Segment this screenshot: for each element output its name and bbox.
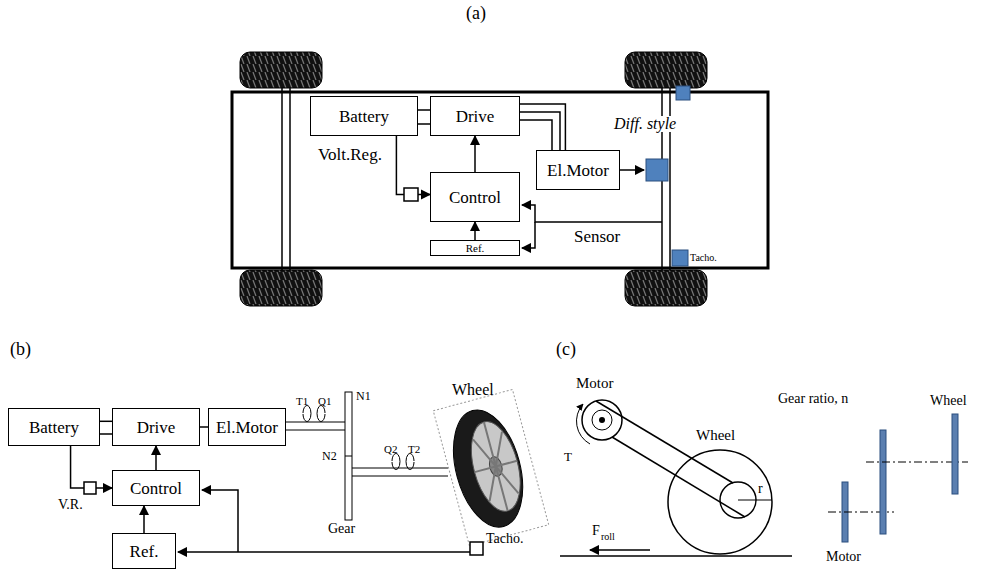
figure-label: Gear ratio, n: [778, 392, 848, 406]
connector: [100, 421, 112, 423]
figure-label: (b): [10, 340, 31, 358]
figure-label: N1: [356, 390, 371, 402]
box-label: El.Motor: [547, 162, 609, 179]
figure-label: Tacho.: [486, 532, 524, 546]
connector: [143, 506, 145, 533]
box-label: Battery: [29, 419, 79, 436]
connector: [418, 109, 430, 111]
figure-label: (a): [466, 4, 486, 22]
figure-label: F: [592, 524, 600, 538]
reference-box: Ref.: [112, 533, 176, 569]
connector: [520, 104, 565, 150]
figure-label: roll: [601, 532, 615, 542]
box-label: Control: [449, 189, 501, 206]
voltage-regulator: [84, 482, 96, 494]
box-label: El.Motor: [216, 419, 278, 436]
figure-label: (c): [556, 340, 576, 358]
figure-label: T: [564, 450, 572, 463]
box-label: Ref.: [130, 543, 159, 560]
figure-label: Sensor: [574, 228, 620, 245]
connector: [396, 136, 430, 195]
drive-train: [84, 390, 549, 555]
belt-drive: [560, 400, 968, 556]
connector: [474, 222, 476, 240]
motor-box: El.Motor: [208, 408, 286, 446]
figure-label: T1: [296, 396, 308, 407]
figure-label: r: [758, 482, 763, 496]
drive-box: Drive: [112, 408, 200, 446]
battery-box: Battery: [8, 408, 100, 446]
figure-label: Wheel: [930, 394, 967, 408]
figure-label: Tacho.: [690, 253, 717, 263]
figure-label: Motor: [826, 550, 861, 564]
voltage-regulator: [404, 188, 418, 201]
reference-box: Ref.: [430, 240, 520, 256]
box-label: Control: [130, 480, 182, 497]
figure-label: Motor: [576, 376, 614, 391]
figure-label: N2: [322, 450, 337, 462]
connector: [155, 446, 157, 470]
connector: [474, 136, 476, 172]
car-chassis: [232, 52, 768, 306]
battery-box: Battery: [310, 96, 418, 136]
figure-label: Q2: [384, 444, 397, 455]
control-box: Control: [430, 172, 520, 222]
figure-label: T2: [408, 444, 420, 455]
control-box: Control: [112, 470, 200, 506]
figure-label: Volt.Reg.: [318, 146, 382, 163]
figure-label: Wheel: [696, 428, 735, 443]
figure-label: Diff. style: [612, 116, 678, 132]
connector: [200, 426, 208, 428]
box-label: Drive: [456, 108, 495, 125]
motor-box: El.Motor: [536, 150, 620, 190]
box-label: Drive: [137, 419, 176, 436]
box-label: Ref.: [466, 243, 485, 254]
figure-label: Gear: [328, 522, 355, 536]
figure-label: Wheel: [452, 382, 494, 398]
figure-label: V.R.: [58, 498, 83, 512]
drive-box: Drive: [430, 96, 520, 136]
box-label: Battery: [339, 108, 389, 125]
figure-label: Q1: [318, 396, 331, 407]
